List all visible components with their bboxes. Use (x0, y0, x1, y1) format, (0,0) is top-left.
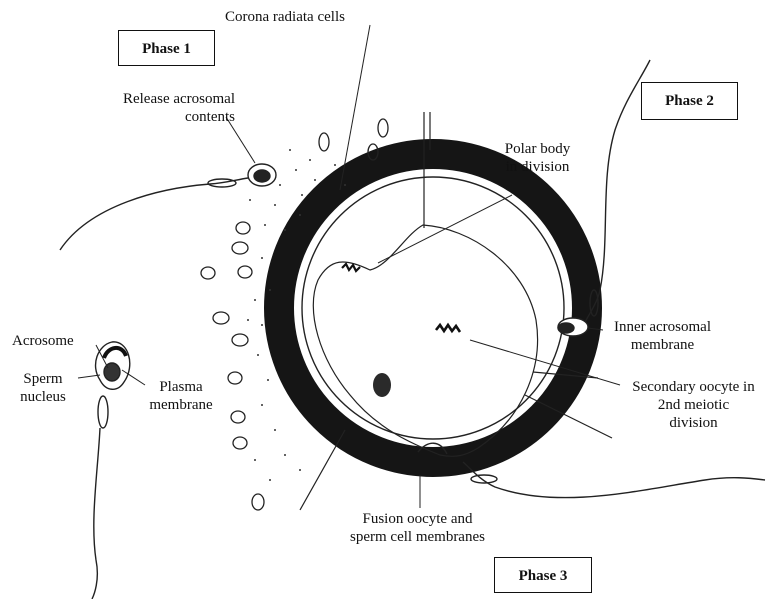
sperm-phase1 (60, 164, 276, 250)
label-inner-acrosomal: Inner acrosomal membrane (600, 318, 725, 354)
label-plasma-membrane: Plasma membrane (140, 378, 222, 414)
sperm-pronucleus (373, 373, 391, 397)
label-release-acrosomal-line2: contents (110, 108, 235, 126)
label-polar-body-line2: in division (490, 158, 585, 176)
label-sperm-nucleus: Sperm nucleus (12, 370, 74, 406)
label-plasma-membrane-line1: Plasma (140, 378, 222, 396)
label-release-acrosomal: Release acrosomal contents (110, 90, 235, 126)
label-corona-radiata: Corona radiata cells (225, 8, 345, 26)
label-release-acrosomal-line1: Release acrosomal (110, 90, 235, 108)
phase-1-box: Phase 1 (118, 30, 215, 66)
zona-pellucida (279, 154, 587, 462)
label-sperm-nucleus-line2: nucleus (12, 388, 74, 406)
perivitelline-space-line (302, 177, 564, 439)
label-plasma-membrane-line2: membrane (140, 396, 222, 414)
label-acrosome: Acrosome (12, 332, 74, 350)
label-inner-acrosomal-line2: membrane (600, 336, 725, 354)
guide-line-bottom-left (300, 430, 345, 510)
label-fusion: Fusion oocyte and sperm cell membranes (325, 510, 510, 546)
label-polar-body-line1: Polar body (490, 140, 585, 158)
phase-2-box: Phase 2 (641, 82, 738, 120)
metaphase-chromosomes (436, 325, 460, 332)
label-polar-body: Polar body in division (490, 140, 585, 176)
label-secondary-oocyte-line1: Secondary oocyte in (612, 378, 775, 396)
label-secondary-oocyte-line2: 2nd meiotic (612, 396, 775, 414)
label-sperm-nucleus-line1: Sperm (12, 370, 74, 388)
sperm-acrosome-detail (92, 342, 130, 599)
label-fusion-line2: sperm cell membranes (325, 528, 510, 546)
label-fusion-line1: Fusion oocyte and (325, 510, 510, 528)
phase-3-box: Phase 3 (494, 557, 592, 593)
label-inner-acrosomal-line1: Inner acrosomal (600, 318, 725, 336)
label-secondary-oocyte-line3: division (612, 414, 775, 432)
label-secondary-oocyte: Secondary oocyte in 2nd meiotic division (612, 378, 775, 432)
